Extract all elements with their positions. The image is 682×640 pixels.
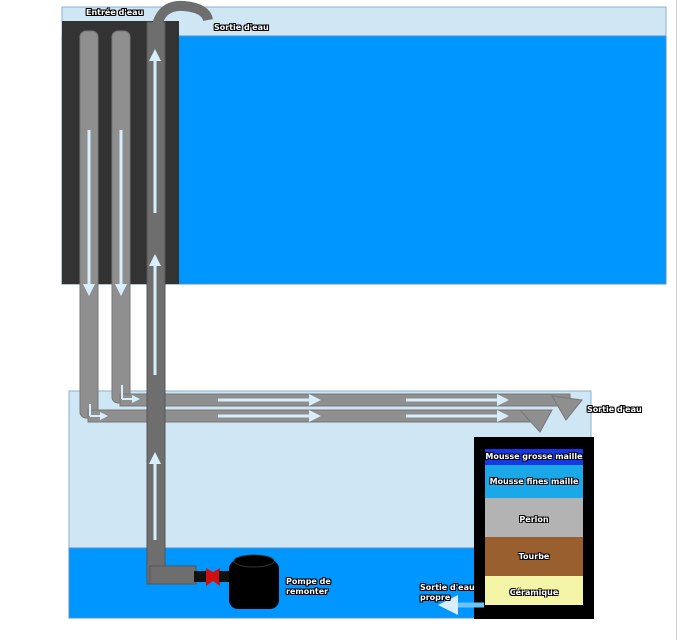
label-pump-line2: remonter	[286, 587, 329, 596]
drain-pipe-2	[111, 30, 583, 421]
filter-column	[474, 437, 594, 619]
label-pump-line1: Pompe de	[286, 577, 331, 586]
label-water-outlet-top: Sortie d'eau	[214, 23, 269, 32]
filter-layer-perlon	[485, 498, 583, 537]
label-water-outlet-side: Sortie d'eau	[587, 405, 642, 414]
filter-layer-label-ceramic: Céramique	[509, 588, 559, 597]
filter-layer-label-peat: Tourbe	[518, 552, 550, 561]
filter-layer-label-fine-foam: Mousse fines maille	[489, 477, 579, 486]
filter-layer-fine-foam	[485, 465, 583, 498]
label-pump: Pompe de remonter	[286, 577, 331, 597]
filter-layer-peat	[485, 537, 583, 576]
label-clean-outlet: Sortie d'eau propre	[420, 583, 475, 603]
drain-pipe-1	[79, 30, 553, 433]
pump	[229, 554, 279, 609]
filter-layer-coarse-foam	[485, 449, 583, 465]
label-clean-outlet-line2: propre	[420, 593, 451, 602]
valve	[194, 568, 230, 586]
return-pipe	[146, 0, 213, 585]
filter-layer-label-perlon: Perlon	[519, 515, 549, 524]
label-clean-outlet-line1: Sortie d'eau	[420, 583, 475, 592]
label-water-inlet: Entrée d'eau	[86, 8, 144, 17]
filter-layer-ceramic	[485, 576, 583, 605]
filter-layer-label-coarse-foam: Mousse grosse maille	[485, 452, 583, 461]
